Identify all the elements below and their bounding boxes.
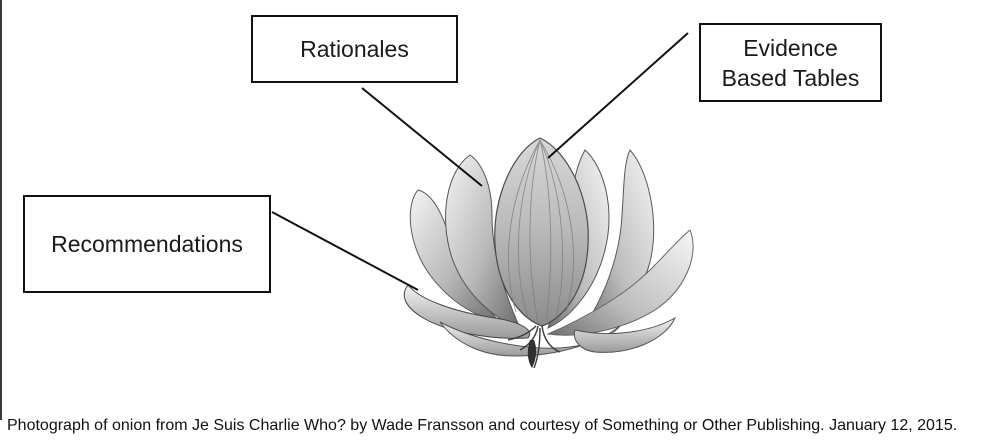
evidence-based-tables-label: Evidence Based Tables	[722, 33, 860, 93]
connector-recommendations	[272, 212, 418, 290]
evidence-based-tables-label-box: Evidence Based Tables	[699, 23, 882, 102]
photo-caption: Photograph of onion from Je Suis Charlie…	[7, 415, 982, 437]
recommendations-label: Recommendations	[51, 229, 243, 259]
rationales-label: Rationales	[300, 34, 409, 64]
connector-evidence	[548, 33, 688, 158]
onion-photograph	[404, 138, 693, 368]
evidence-label-line-1: Evidence	[722, 33, 860, 63]
recommendations-label-box: Recommendations	[23, 195, 271, 293]
evidence-label-line-2: Based Tables	[722, 63, 860, 93]
rationales-label-box: Rationales	[251, 15, 458, 83]
connector-rationales	[362, 88, 482, 186]
